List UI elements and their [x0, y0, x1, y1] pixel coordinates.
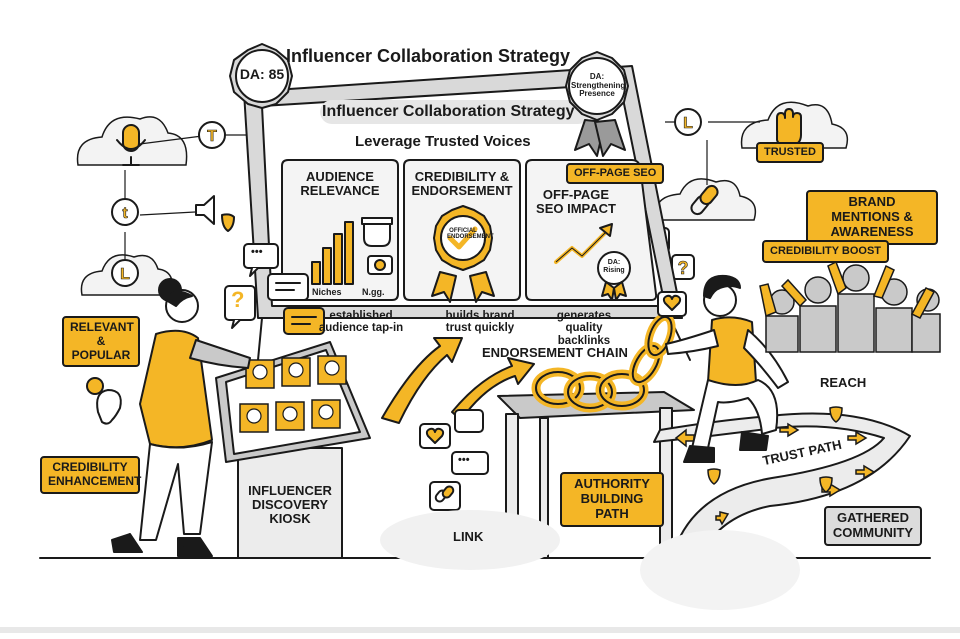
board-title: Influencer Collaboration Strategy — [322, 103, 575, 120]
letter-bubble-L-left: L — [111, 259, 139, 287]
da-85-badge — [229, 43, 293, 109]
svg-text:?: ? — [678, 258, 689, 278]
chain-link-icon-right — [690, 184, 719, 216]
chat-bubble-dots-left — [243, 243, 279, 277]
heart-bubble-chain — [657, 291, 687, 317]
label-link: LINK — [453, 529, 484, 544]
caption-credibility: builds brand trust quickly — [445, 310, 515, 335]
chat-dots-left: ••• — [251, 246, 263, 258]
panel-audience-relevance — [281, 159, 399, 301]
man-figure — [665, 274, 789, 463]
chart-label-niches: Niches — [312, 287, 342, 297]
panel-heading-audience: AUDIENCE RELEVANCE — [300, 169, 380, 199]
ear-icon — [86, 377, 122, 425]
svg-text:t: t — [122, 205, 128, 222]
crowd-group — [759, 260, 941, 353]
label-gathered-community: GATHERED COMMUNITY — [824, 506, 922, 546]
label-kiosk: INFLUENCER DISCOVERY KIOSK — [248, 483, 332, 527]
bg-blob — [380, 510, 560, 570]
label-credibility-enhancement: CREDIBILITY ENHANCEMENT — [40, 456, 141, 494]
letter-bubble-t: t — [111, 198, 139, 226]
influencer-kiosk — [215, 341, 371, 559]
question-left: ? — [231, 287, 245, 312]
label-trusted: TRUSTED — [756, 142, 824, 163]
label-credibility-boost: CREDIBILITY BOOST — [762, 240, 890, 263]
heart-bubble-bottom — [419, 409, 489, 511]
yellow-arrows — [381, 337, 535, 424]
endorsement-chain-links — [531, 312, 676, 413]
letter-bubble-T: T — [198, 121, 226, 149]
chat-dots-bottom: ••• — [458, 454, 470, 466]
panel-heading-offpage: OFF-PAGE SEO IMPACT — [536, 187, 616, 217]
label-brand-mentions: BRAND MENTIONS & AWARENESS — [806, 190, 938, 245]
question-bubble-left — [224, 285, 256, 329]
panel-heading-credibility: CREDIBILITY & ENDORSEMENT — [411, 169, 513, 199]
board-subtitle: Leverage Trusted Voices — [355, 133, 531, 150]
badge-da-85: DA: 85 — [239, 66, 285, 82]
speaker-shield-icon — [195, 195, 235, 232]
label-reach: REACH — [820, 375, 867, 390]
label-endorsement-chain: ENDORSEMENT CHAIN — [482, 345, 628, 360]
caption-audience: established audience tap-in — [318, 310, 404, 335]
header-title: Influencer Collaboration Strategy — [286, 46, 571, 66]
tag-offpage-seo: OFF-PAGE SEO — [566, 163, 665, 184]
woman-figure — [111, 278, 251, 557]
label-relevant-popular: RELEVANT & POPULAR — [62, 316, 140, 368]
svg-text:L: L — [120, 266, 130, 283]
svg-text:L: L — [683, 115, 693, 132]
label-authority-path: AUTHORITY BUILDING PATH — [560, 472, 664, 527]
panel-offpage-seo — [525, 159, 658, 301]
chart-label-ngg: N.gg. — [362, 287, 385, 297]
caption-offpage: generates quality backlinks — [556, 310, 612, 347]
letter-bubble-L-right: L — [674, 108, 702, 136]
microphone-icon — [116, 124, 146, 166]
svg-text:T: T — [207, 128, 217, 145]
panel-credibility — [403, 159, 521, 303]
mini-badge-da-rising: DA: Rising — [603, 259, 625, 274]
path-arrow-marks — [674, 422, 876, 526]
badge-da-strengthening: DA: Strengthening Presence — [571, 72, 626, 99]
text-bubble-left — [267, 273, 325, 335]
endorsement-seal-text: OFFICIAL ENDORSEMENT — [447, 228, 494, 241]
bg-blob-2 — [640, 530, 800, 610]
da-strengthening-badge — [565, 51, 629, 157]
